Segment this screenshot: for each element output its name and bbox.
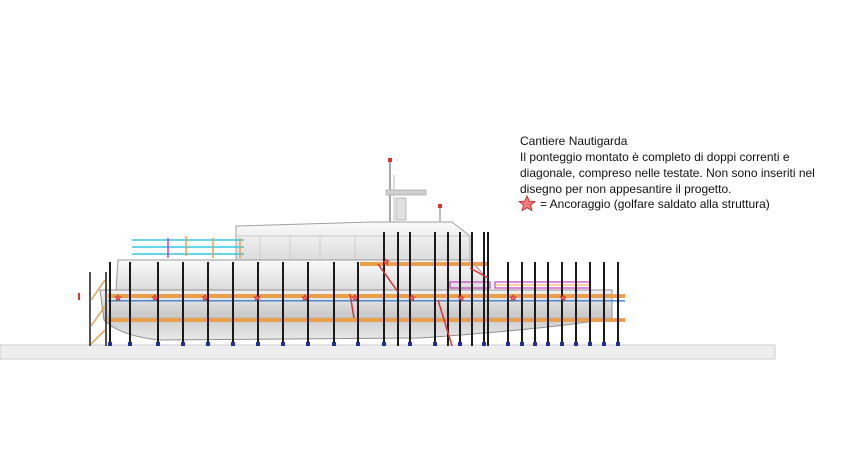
base-plate xyxy=(458,342,462,346)
base-plate xyxy=(616,342,620,346)
note-line-2: diagonale, compreso nelle testate. Non s… xyxy=(520,166,815,180)
base-plate xyxy=(332,342,336,346)
ground-platform xyxy=(0,344,776,360)
base-plate xyxy=(156,342,160,346)
tie-bar xyxy=(349,293,355,319)
anchor-star xyxy=(457,293,465,302)
walkway-plank xyxy=(360,262,488,266)
base-plate xyxy=(506,342,510,346)
base-plate xyxy=(306,342,310,346)
mast xyxy=(385,158,442,222)
anchor-star xyxy=(382,257,390,266)
walkway-plank xyxy=(108,294,625,298)
anchor-star xyxy=(114,293,122,302)
base-plate xyxy=(560,342,564,346)
base-plate xyxy=(281,342,285,346)
anchor-star xyxy=(253,293,261,302)
legend: = Ancoraggio (golfare saldato alla strut… xyxy=(518,195,770,212)
base-plate xyxy=(433,342,437,346)
base-plate xyxy=(602,342,606,346)
base-plate xyxy=(356,342,360,346)
star-icon xyxy=(518,195,536,212)
top-deck-railing xyxy=(132,236,244,258)
base-plate xyxy=(108,342,112,346)
base-plate xyxy=(520,342,524,346)
base-plate xyxy=(206,342,210,346)
anchor-star xyxy=(151,293,159,302)
note-title: Cantiere Nautigarda xyxy=(520,134,628,148)
anchor-star xyxy=(201,293,209,302)
anchor-star xyxy=(408,293,416,302)
tie-bar xyxy=(377,263,399,293)
project-note: Cantiere Nautigarda Il ponteggio montato… xyxy=(520,133,820,197)
anchor-star xyxy=(351,293,359,302)
base-plate xyxy=(231,342,235,346)
base-plate xyxy=(546,342,550,346)
base-plate xyxy=(181,342,185,346)
walkway-plank xyxy=(108,318,625,322)
anchor-star xyxy=(509,293,517,302)
base-plate xyxy=(482,342,486,346)
legend-label: = Ancoraggio (golfare saldato alla strut… xyxy=(540,196,770,211)
aft-deck-equipment xyxy=(449,281,591,289)
note-line-1: Il ponteggio montato è completo di doppi… xyxy=(520,150,790,164)
scaffold xyxy=(108,232,625,347)
base-plate xyxy=(533,342,537,346)
base-plate xyxy=(588,342,592,346)
tie-bar xyxy=(437,299,453,347)
base-plate xyxy=(574,342,578,346)
anchor-points xyxy=(114,257,567,302)
stair-tower xyxy=(78,272,107,346)
base-plate xyxy=(408,342,412,346)
base-plate xyxy=(256,342,260,346)
base-plate xyxy=(382,342,386,346)
toe-board xyxy=(108,300,625,302)
anchor-star xyxy=(559,293,567,302)
base-plate xyxy=(128,342,132,346)
anchor-star xyxy=(301,293,309,302)
tie-bar xyxy=(469,267,489,279)
note-line-3: disegno per non appesantire il progetto. xyxy=(520,182,732,196)
